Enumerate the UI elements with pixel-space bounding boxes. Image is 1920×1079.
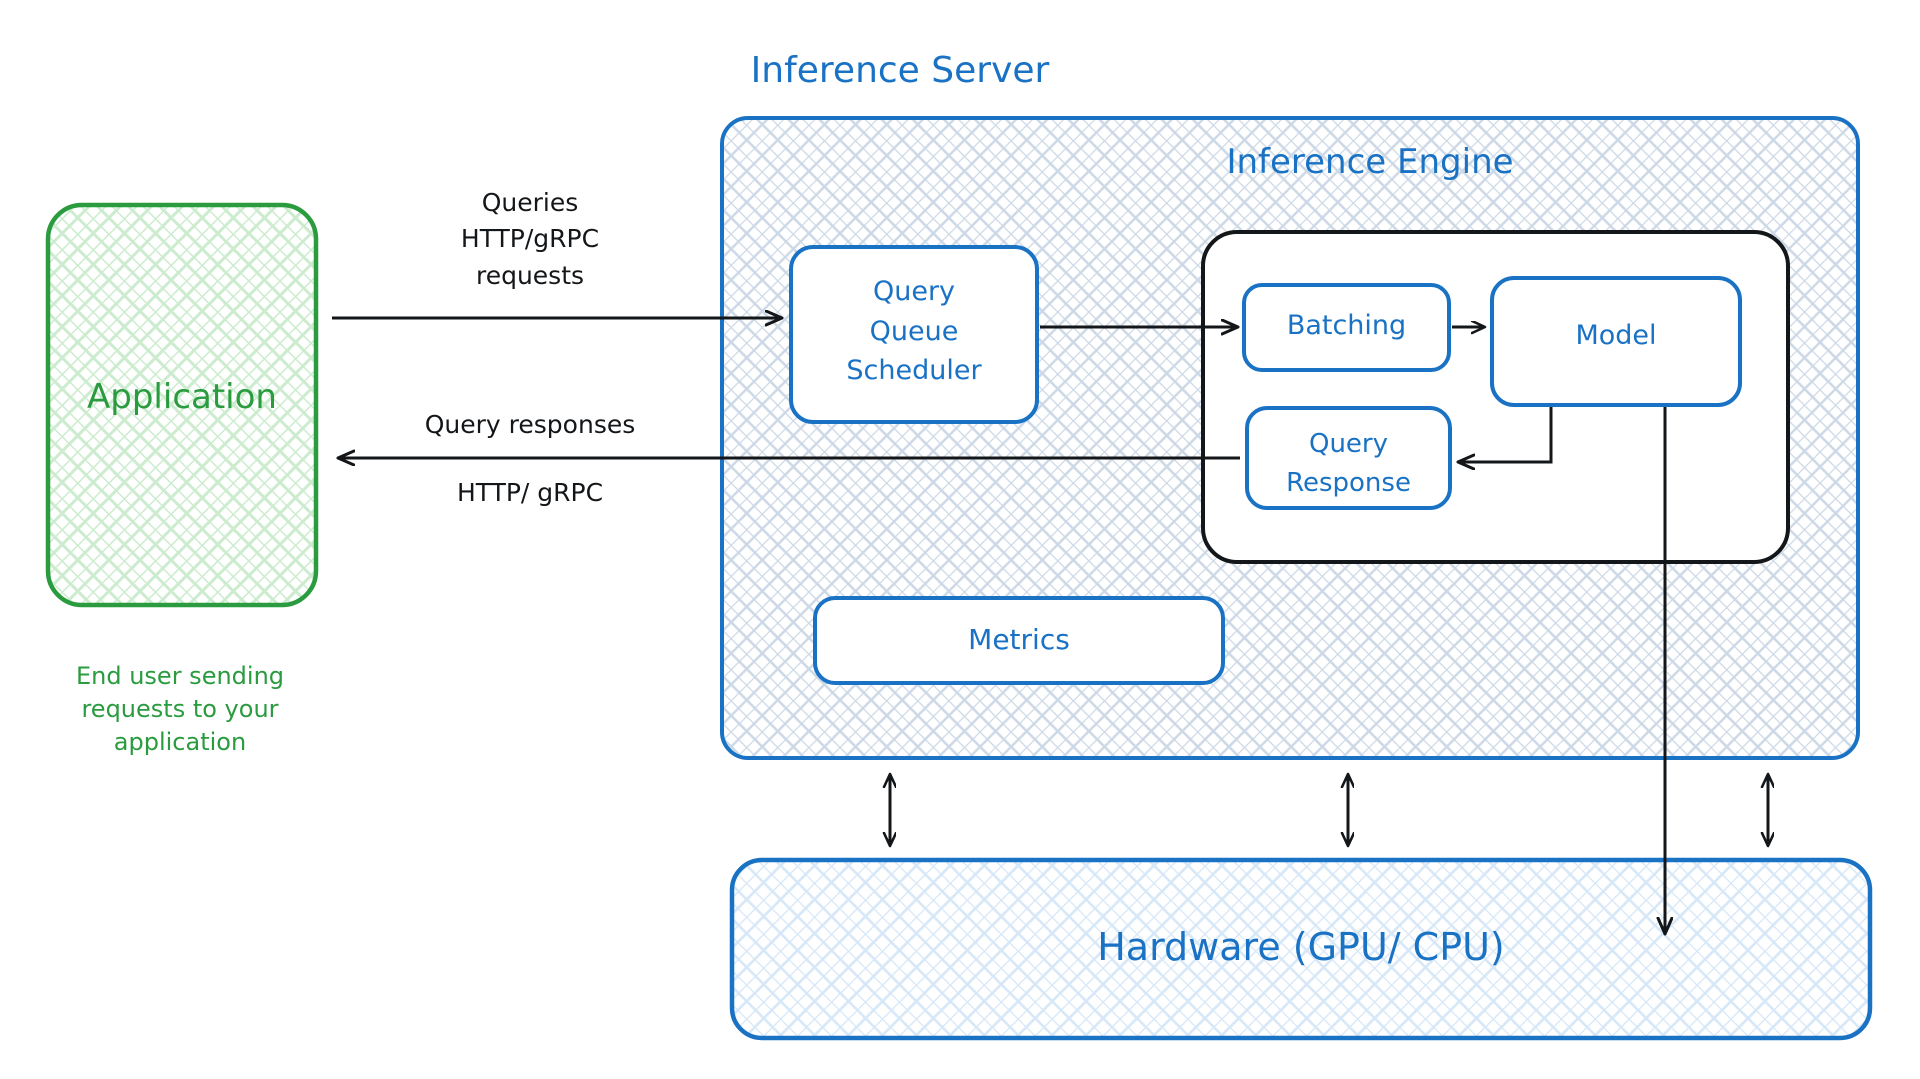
metrics-node[interactable] <box>813 596 1225 685</box>
application-node[interactable] <box>45 202 319 608</box>
batching-node[interactable] <box>1242 283 1451 372</box>
hardware-node[interactable] <box>729 857 1873 1041</box>
query-response-node[interactable] <box>1245 406 1452 510</box>
query-queue-scheduler-node[interactable] <box>789 245 1039 424</box>
edge-model-to-query-response <box>1460 407 1553 462</box>
model-node[interactable] <box>1490 276 1742 407</box>
